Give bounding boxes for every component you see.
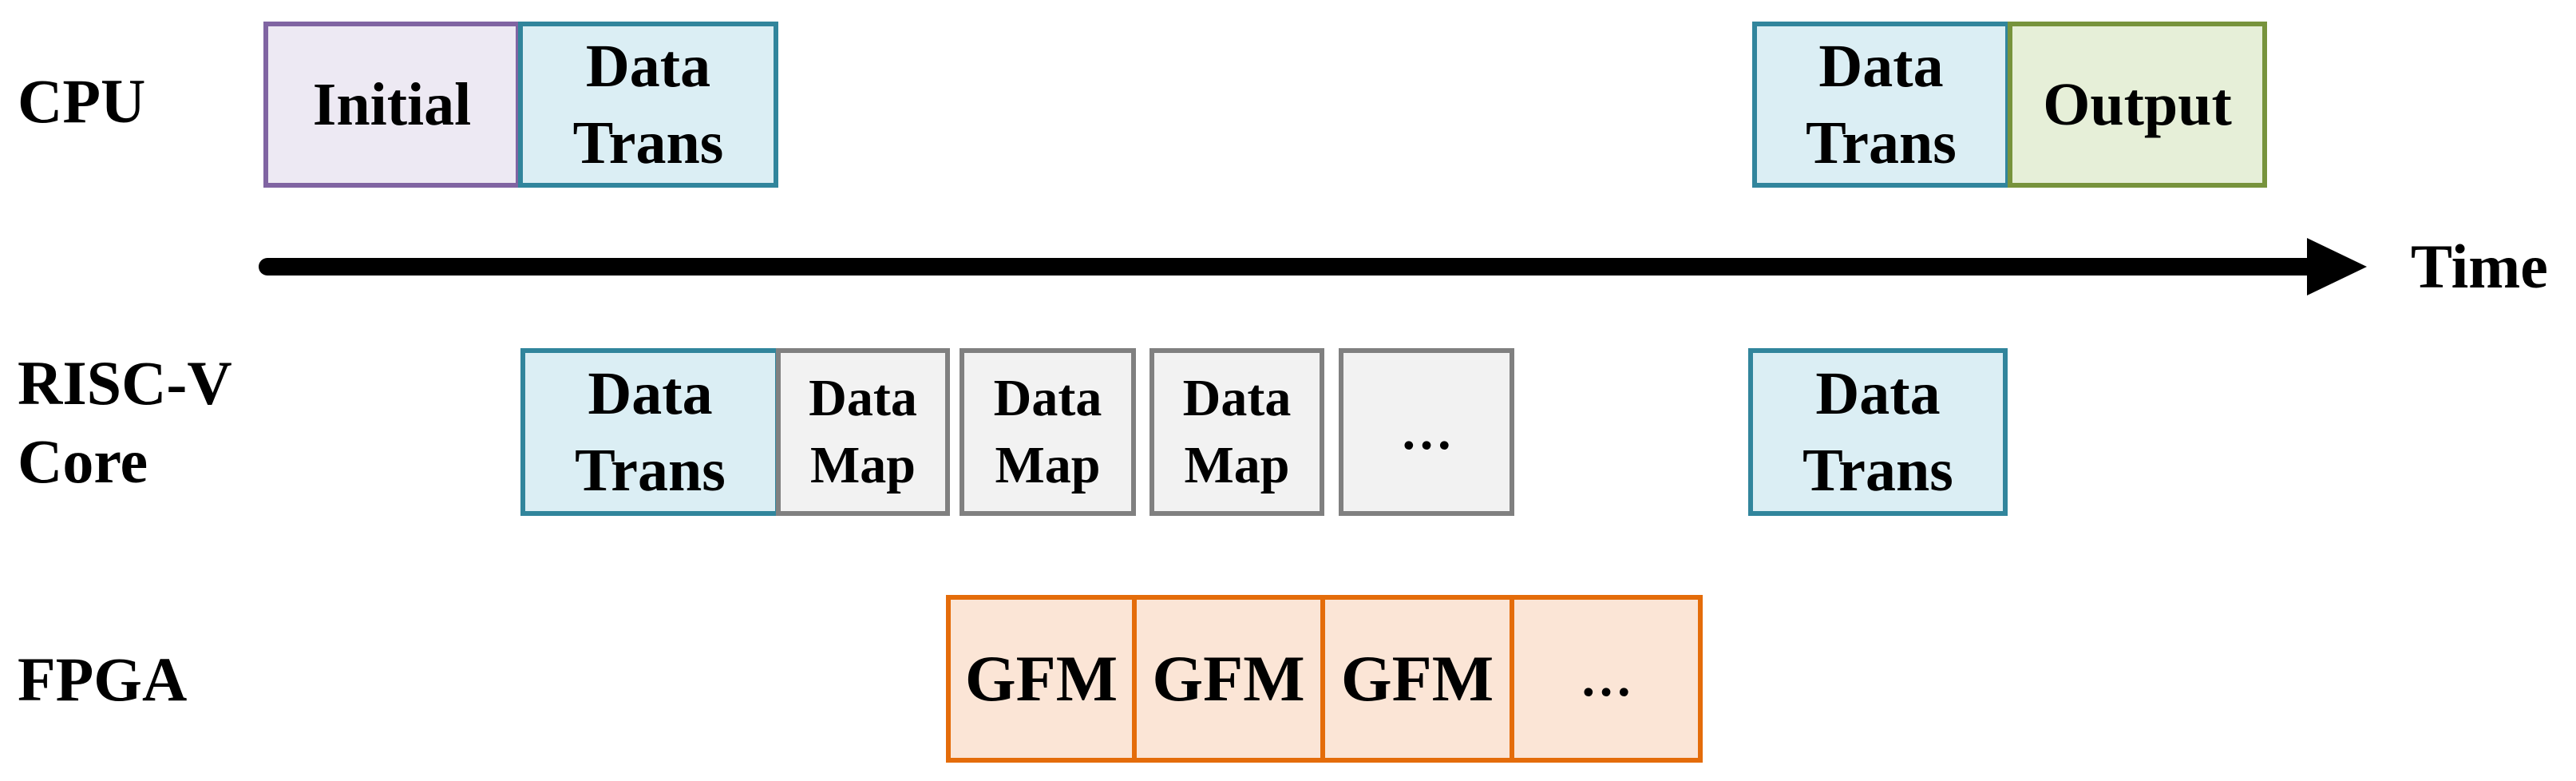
- riscv-data-map-block-1: Data Map: [776, 348, 950, 516]
- fpga-gfm-block-1: GFM: [946, 595, 1137, 763]
- cpu-initial-block: Initial: [263, 22, 520, 188]
- row-label-fpga: FPGA: [18, 644, 188, 714]
- row-label-cpu: CPU: [18, 66, 146, 136]
- cpu-data-trans-block-2: Data Trans: [1752, 22, 2010, 188]
- riscv-data-trans-block: Data Trans: [520, 348, 780, 516]
- riscv-data-map-block-3: Data Map: [1150, 348, 1324, 516]
- riscv-data-map-block-2: Data Map: [960, 348, 1136, 516]
- cpu-output-block: Output: [2008, 22, 2267, 188]
- riscv-ellipsis-block: …: [1339, 348, 1514, 516]
- time-label: Time: [2411, 232, 2548, 301]
- fpga-gfm-block-3: GFM: [1320, 595, 1514, 763]
- time-arrow-head: [2307, 238, 2367, 295]
- row-label-riscv-core: RISC-V Core: [18, 348, 232, 496]
- riscv-data-trans-block-2: Data Trans: [1748, 348, 2008, 516]
- fpga-gfm-block-2: GFM: [1132, 595, 1325, 763]
- cpu-data-trans-block: Data Trans: [518, 22, 778, 188]
- fpga-ellipsis-block: …: [1510, 595, 1703, 763]
